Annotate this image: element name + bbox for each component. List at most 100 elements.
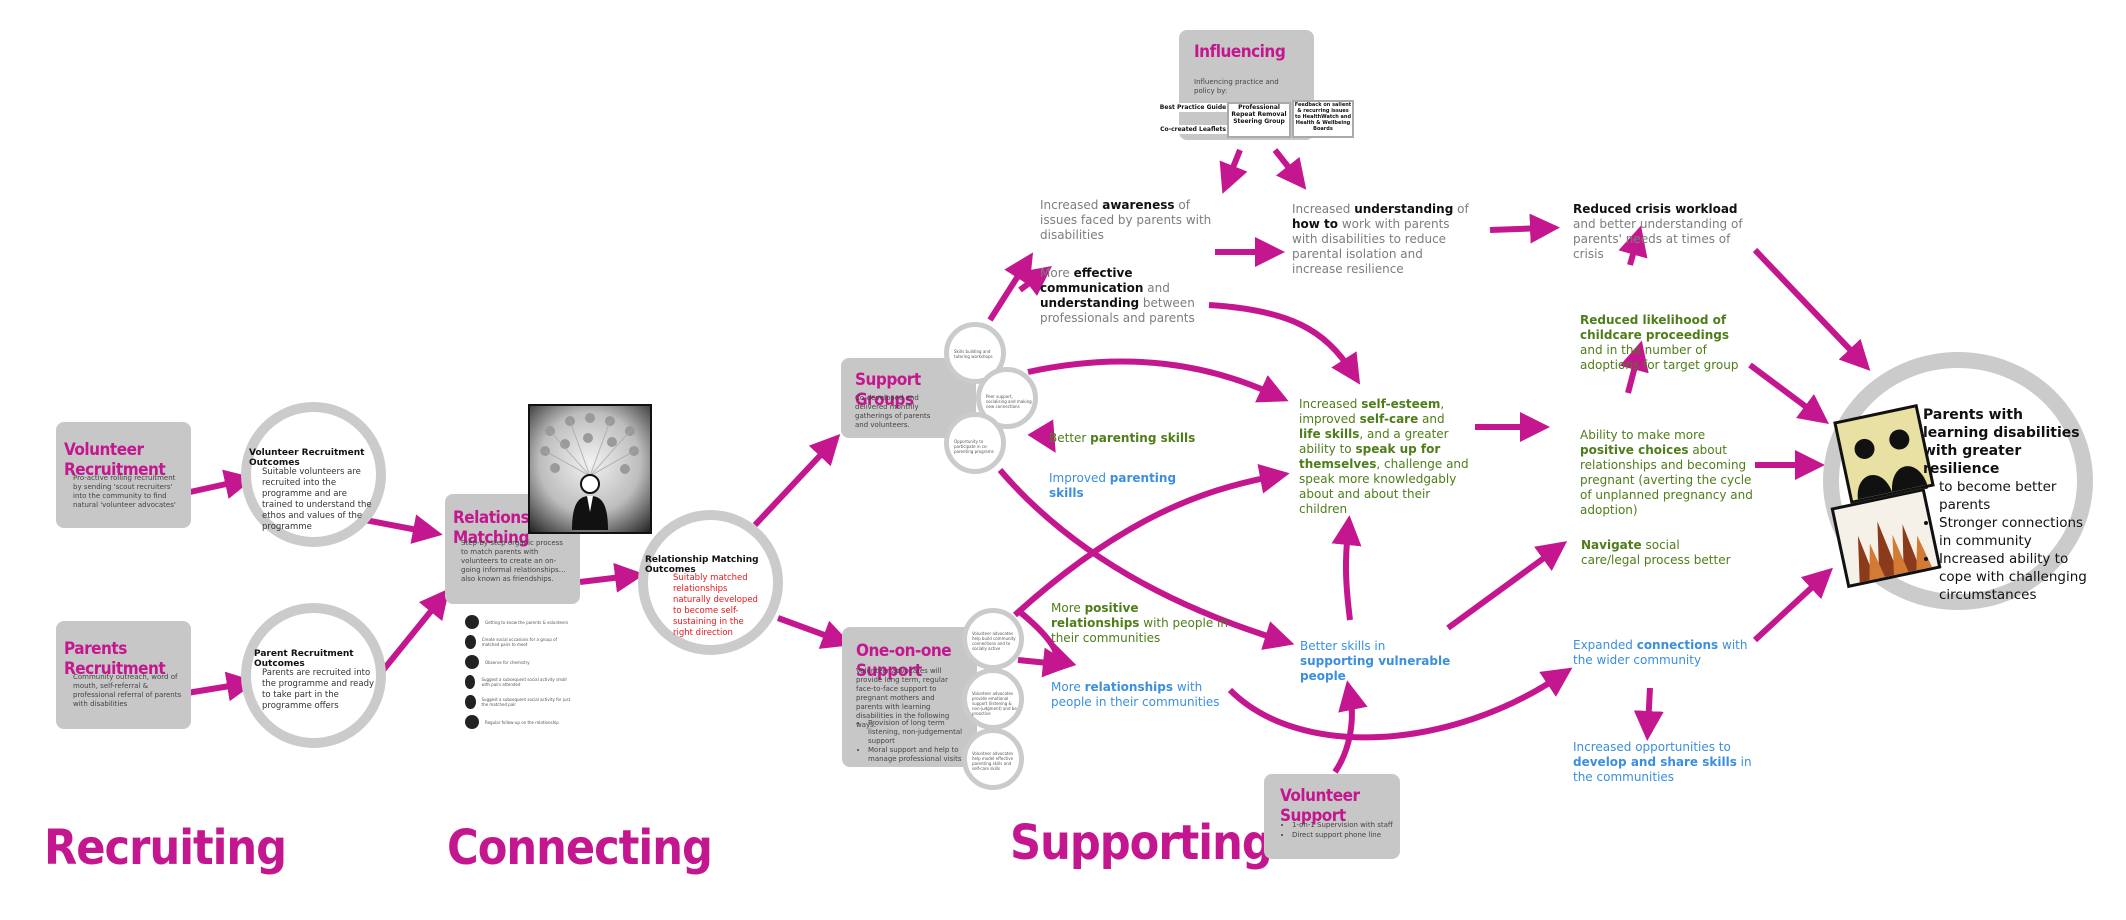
outcome-crisis: Reduced crisis workload and better under… <box>1573 202 1758 262</box>
text-item: to become better parents <box>1939 478 2093 514</box>
section-supporting: Supporting <box>1010 815 1273 871</box>
influence-item: Feedback on salient & recurring issues t… <box>1292 100 1354 138</box>
support-group-circle: Opportunity to participate in co-parenti… <box>944 412 1006 474</box>
support-groups-title: Support Groups <box>855 370 921 410</box>
text-item: awareness <box>1102 198 1175 212</box>
text-item: with people in their communities <box>1051 680 1220 709</box>
text-item: More <box>1040 266 1074 280</box>
matching-step: Regular follow-up on the relationship <box>465 715 559 729</box>
text-item: Suggest a subsequent social activity for… <box>481 697 571 707</box>
raised-hands-image <box>1830 487 1942 589</box>
outcome-childcare: Reduced likelihood of childcare proceedi… <box>1580 313 1745 373</box>
matching-step: Observe for chemistry <box>465 655 530 669</box>
section-connecting: Connecting <box>447 820 713 876</box>
volunteer-support-title: Volunteer Support <box>1280 786 1360 826</box>
final-outcome-title: Parents with learning disabilities with … <box>1923 407 2080 477</box>
text-item: self-esteem <box>1361 397 1441 411</box>
text-item: about relationships and becoming pregnan… <box>1580 443 1753 517</box>
volunteer-outcomes-ring: Volunteer Recruitment Outcomes Suitable … <box>241 402 386 547</box>
text-item: Increased <box>1292 202 1355 216</box>
text-item: life skills <box>1299 427 1360 441</box>
influence-item: Best Practice Guide <box>1158 103 1228 112</box>
text-item: effective communication <box>1040 266 1144 295</box>
text-item: Moral support and help to manage profess… <box>868 746 963 764</box>
person-icon <box>465 695 476 709</box>
influencing-items: Best Practice Guide Co-created Leaflets … <box>1158 98 1358 140</box>
text-item: More <box>1051 601 1085 615</box>
influencing-title: Influencing <box>1194 42 1286 62</box>
volunteer-support-box: Volunteer Support 1-on-1 Supervision wit… <box>1264 774 1400 859</box>
text-item: understanding <box>1040 296 1140 310</box>
text-item: Regular follow-up on the relationship <box>485 719 559 725</box>
text-item: Suggest a subsequent social activity sma… <box>481 677 567 687</box>
outcome-better-parenting: Better parenting skills <box>1049 431 1209 446</box>
outcome-communication: More effective communication and underst… <box>1040 266 1225 326</box>
text-item: parenting skills <box>1090 431 1196 445</box>
text-item: , challenge and speak more knowledgably … <box>1299 457 1469 516</box>
text-item: Stronger connections in community <box>1939 514 2093 550</box>
text-item: and in the number of adoptions for targe… <box>1580 343 1739 372</box>
text-item: Peer support, socialising and making new… <box>986 394 1032 409</box>
parents-recruitment-title: Parents Recruitment <box>64 639 166 679</box>
text-item: Reduced crisis workload <box>1573 202 1738 216</box>
volunteer-outcomes-body: Suitable volunteers are recruited into t… <box>262 467 372 532</box>
text-item: Opportunity to participate in co-parenti… <box>954 439 994 454</box>
text-item: parenting skills <box>1049 471 1177 500</box>
matching-step: Create social occasions for a group of m… <box>465 635 575 649</box>
one-on-one-circle: Volunteer advocates help build community… <box>962 608 1024 670</box>
text-item: Volunteer advocates help build community… <box>972 631 1016 651</box>
text-item: with people in their communities <box>1051 616 1228 645</box>
text-item: Direct support phone line <box>1292 830 1402 840</box>
support-groups-body: Co-developed and delivered monthly gathe… <box>855 394 931 429</box>
matching-steps-list: Getting to know the parents & volunteers… <box>465 615 575 735</box>
text-item: Increased <box>1040 198 1103 212</box>
person-icon <box>465 715 479 729</box>
text-item: Provision of long term listening, non-ju… <box>868 719 963 746</box>
final-outcome-text: Parents with learning disabilities with … <box>1923 406 2093 604</box>
outcome-positive-choices: Ability to make more positive choices ab… <box>1580 428 1755 518</box>
outcome-understanding: Increased understanding of how to work w… <box>1292 202 1477 277</box>
matching-outcomes-body: Suitably matched relationships naturally… <box>673 573 758 638</box>
text-item: how to <box>1292 217 1339 231</box>
text-item: in the communities <box>1573 755 1752 784</box>
person-icon <box>465 655 479 669</box>
person-icon <box>465 675 476 689</box>
influence-item: Co-created Leaflets <box>1158 125 1228 134</box>
text-item: Create social occasions for a group of m… <box>481 637 557 647</box>
outcome-more-relationships: More relationships with people in their … <box>1051 680 1236 710</box>
group-image <box>1833 403 1935 505</box>
text-item: Volunteer advocates provide emotional su… <box>972 691 1017 716</box>
volunteer-recruitment-body: Pro-active rolling recruitment by sendin… <box>73 474 176 509</box>
matching-step: Getting to know the parents & volunteers <box>465 615 568 629</box>
text-item: Ability to make more <box>1580 428 1706 442</box>
text-item: Increased <box>1299 397 1362 411</box>
influencing-body: Influencing practice and policy by: <box>1194 78 1279 95</box>
text-item: and <box>1143 281 1170 295</box>
outcome-improved-parenting: Improved parenting skills <box>1049 471 1209 501</box>
text-item: self-care <box>1359 412 1419 426</box>
outcome-develop-skills: Increased opportunities to develop and s… <box>1573 740 1753 785</box>
text-item: Expanded <box>1573 638 1637 652</box>
text-item: Observe for chemistry <box>485 659 530 665</box>
network-people-image <box>528 404 652 534</box>
text-item: speak up for themselves <box>1299 442 1441 471</box>
person-icon <box>465 615 479 629</box>
outcome-self-esteem: Increased self-esteem, improved self-car… <box>1299 397 1469 517</box>
influence-item: Professional Repeat Removal Steering Gro… <box>1227 102 1291 138</box>
text-item: understanding <box>1354 202 1454 216</box>
volunteer-outcomes-title: Volunteer Recruitment Outcomes <box>249 448 365 468</box>
text-item: 1-on-1 Supervision with staff <box>1292 820 1402 830</box>
text-item: Reduced likelihood of childcare proceedi… <box>1580 313 1730 342</box>
volunteer-recruitment-box: Volunteer Recruitment Pro-active rolling… <box>56 422 191 528</box>
text-item: Increased opportunities to <box>1573 740 1731 754</box>
one-on-one-body: Volunteer advocates will provide long te… <box>856 667 950 729</box>
text-item: and <box>1418 412 1445 426</box>
text-item: , improved <box>1299 397 1445 426</box>
text-item: connections <box>1636 638 1719 652</box>
text-item: Getting to know the parents & volunteers <box>485 619 569 625</box>
text-item: of issues faced by parents with disabili… <box>1040 198 1212 242</box>
relationship-matching-body: Step-by-step organic process to match pa… <box>461 539 566 583</box>
parent-outcomes-body: Parents are recruited into the programme… <box>262 668 375 711</box>
one-on-one-bullets: Provision of long term listening, non-ju… <box>856 719 963 764</box>
